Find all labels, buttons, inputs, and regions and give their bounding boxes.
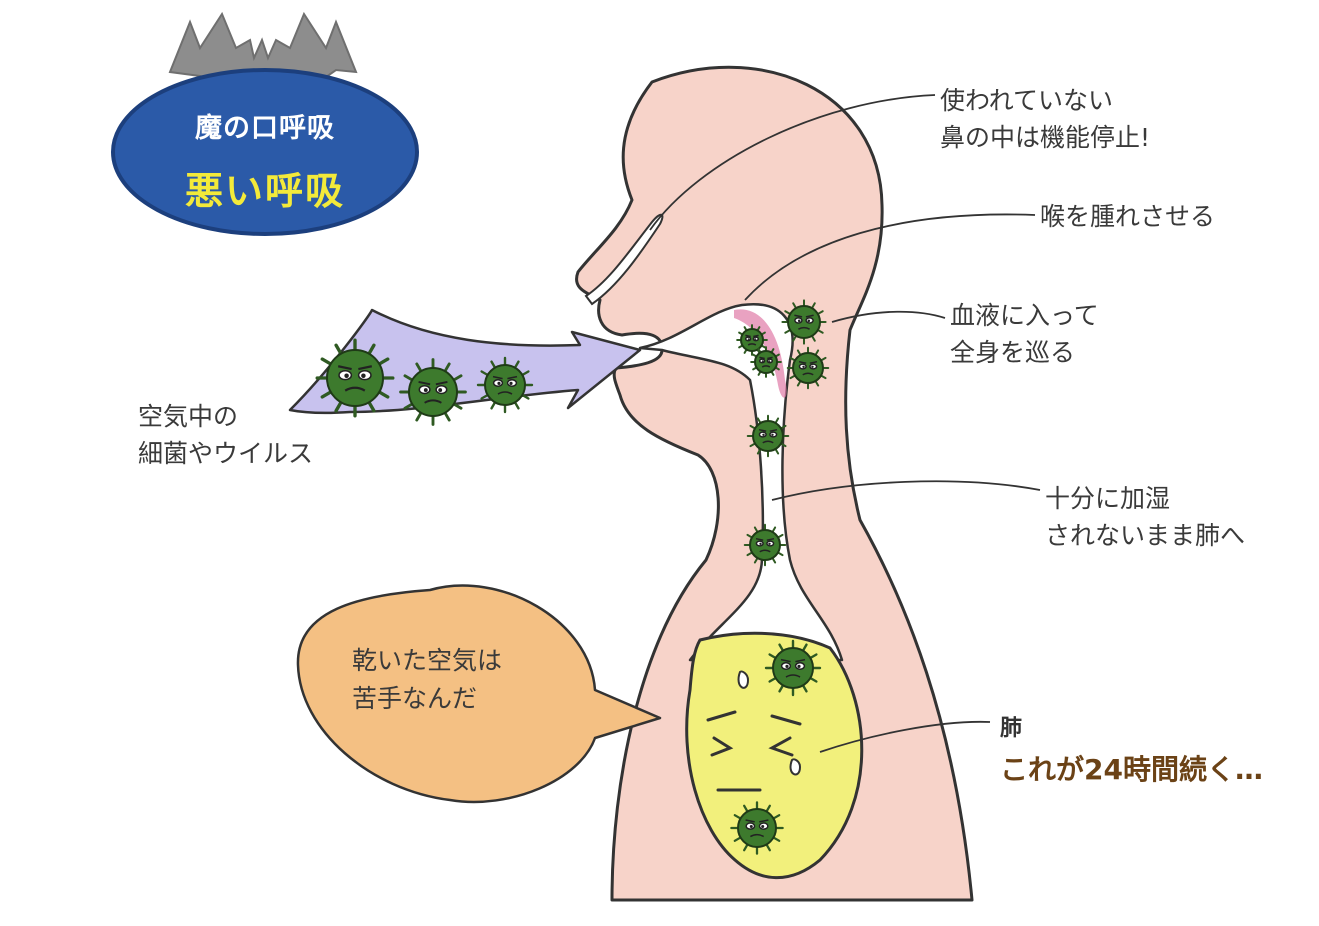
germ-icon — [315, 338, 395, 418]
germ-icon — [736, 324, 768, 356]
lung-face — [706, 670, 802, 792]
label-germs-line1: 空気中の — [138, 402, 239, 431]
germ-icon — [399, 358, 467, 426]
leader-lines — [649, 94, 1041, 753]
lung — [685, 631, 864, 880]
label-lung: 肺 — [1000, 716, 1023, 741]
badge — [111, 11, 419, 236]
germs — [315, 299, 830, 855]
bubble-text-line2: 苦手なんだ — [352, 684, 478, 713]
label-nose-line1: 使われていない — [940, 86, 1114, 115]
label-blood-line1: 血液に入って — [950, 301, 1099, 330]
label-germs: 空気中の 細菌やウイルス — [138, 398, 313, 472]
label-airway-line1: 十分に加湿 — [1045, 484, 1171, 513]
label-nose-line2: 鼻の中は機能停止! — [940, 123, 1151, 152]
tagline: これが24時間続く… — [1000, 753, 1263, 786]
germ-icon — [781, 299, 827, 345]
germ-icon — [786, 346, 830, 390]
germ-icon — [476, 356, 534, 414]
germ-icon — [750, 346, 782, 378]
germ-icon — [764, 639, 822, 697]
germ-icon — [746, 414, 790, 458]
badge-title: 魔の口呼吸 — [195, 113, 335, 144]
bubble-text-line1: 乾いた空気は — [352, 646, 503, 675]
label-blood-line2: 全身を巡る — [950, 338, 1076, 367]
airway — [638, 303, 844, 662]
label-blood: 血液に入って 全身を巡る — [950, 297, 1099, 371]
label-nose: 使われていない 鼻の中は機能停止! — [940, 82, 1150, 156]
germ-icon — [743, 523, 787, 567]
label-airway-line2: されないまま肺へ — [1045, 521, 1246, 550]
badge-subtitle: 悪い呼吸 — [184, 169, 345, 213]
bubble-text: 乾いた空気は 苦手なんだ — [352, 642, 502, 718]
badge-oval — [111, 68, 419, 236]
germ-icon — [730, 801, 784, 855]
label-airway: 十分に加湿 されないまま肺へ — [1045, 480, 1245, 554]
speech-bubble-icon — [296, 584, 662, 804]
label-throat: 喉を腫れさせる — [1040, 202, 1216, 231]
label-germs-line2: 細菌やウイルス — [138, 439, 314, 468]
